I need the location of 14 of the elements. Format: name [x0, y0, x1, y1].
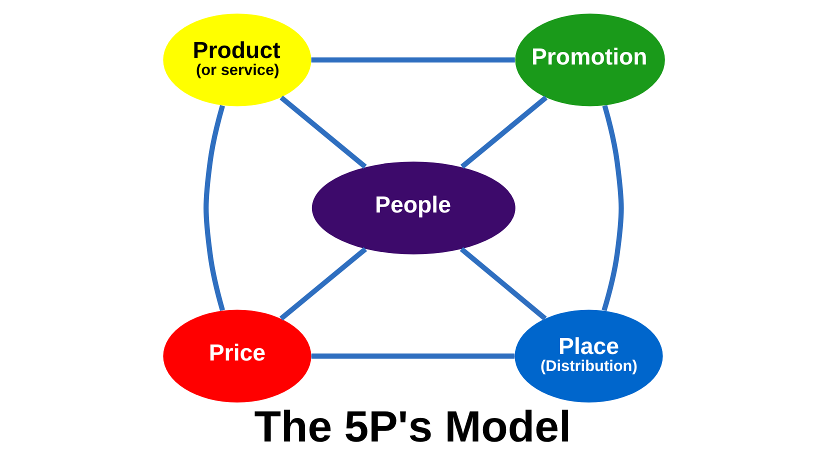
node-ellipse: Place (Distribution)	[514, 310, 663, 402]
node-ellipse: Promotion	[515, 14, 665, 106]
diagram-title: The 5P's Model	[254, 402, 572, 452]
node-ellipse: People	[312, 162, 516, 254]
connector	[279, 247, 368, 321]
connector	[460, 96, 548, 169]
node-ellipse: Price	[163, 310, 312, 402]
connector	[311, 57, 515, 62]
connector	[602, 105, 624, 312]
connector	[311, 354, 515, 359]
connector	[280, 96, 367, 169]
connector	[460, 247, 547, 321]
connector	[204, 105, 225, 312]
node-ellipse: Product (or service)	[163, 14, 312, 106]
